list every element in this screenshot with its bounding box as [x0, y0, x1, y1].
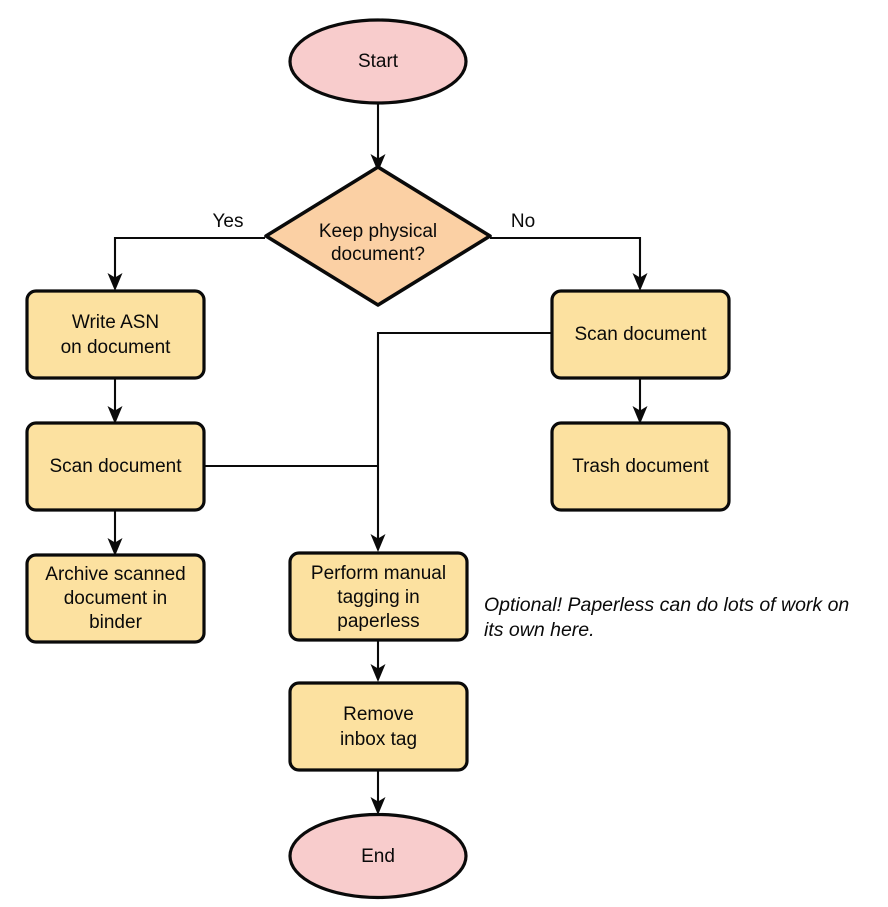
- remove-inbox-tag-box[interactable]: [288, 681, 469, 772]
- node-end[interactable]: End: [288, 812, 468, 900]
- edge-line: [113, 236, 265, 280]
- annotation-line1: Optional! Paperless can do lots of work …: [484, 594, 849, 616]
- node-archive-scanned-document-in-binder[interactable]: Archive scanned document in binder: [25, 553, 206, 644]
- scan-document-left-label: Scan document: [49, 456, 182, 477]
- end-ellipse[interactable]: [288, 812, 468, 900]
- edge-decision-no-to-scan-right: No: [490, 211, 648, 291]
- archive-label-line1: Archive scanned: [45, 564, 185, 585]
- tagging-label-line3: paperless: [337, 611, 419, 632]
- trash-document-box[interactable]: [550, 421, 731, 512]
- decision-label-line1: Keep physical: [319, 221, 437, 242]
- end-label: End: [361, 846, 395, 867]
- start-label: Start: [358, 51, 399, 72]
- edge-label-no: No: [511, 211, 535, 232]
- edge-decision-yes-to-write-asn: Yes: [107, 211, 265, 291]
- arrowhead-icon: [107, 406, 123, 424]
- arrowhead-icon: [632, 273, 648, 291]
- tagging-label-line2: tagging in: [337, 587, 419, 608]
- decision-label-line2: document?: [331, 244, 425, 265]
- archive-label-line2: document in: [64, 588, 168, 609]
- arrowhead-icon: [370, 664, 386, 682]
- edge-line: [490, 236, 642, 280]
- edge-write-asn-to-scan-left: [107, 378, 123, 424]
- edge-scan-right-to-tagging: [370, 331, 553, 552]
- scan-document-right-box[interactable]: [550, 289, 731, 380]
- arrowhead-icon: [370, 534, 386, 552]
- node-trash-document[interactable]: Trash document: [550, 421, 731, 512]
- archive-box[interactable]: [25, 553, 206, 644]
- arrowhead-icon: [107, 538, 123, 556]
- node-write-asn-on-document[interactable]: Write ASN on document: [25, 289, 206, 380]
- tagging-box[interactable]: [288, 551, 469, 642]
- arrowhead-icon: [370, 154, 386, 172]
- node-scan-document-left[interactable]: Scan document: [25, 421, 206, 512]
- node-perform-manual-tagging[interactable]: Perform manual tagging in paperless: [288, 551, 469, 642]
- annotation-line2: its own here.: [484, 619, 595, 641]
- arrowhead-icon: [370, 797, 386, 815]
- write-asn-label-line1: Write ASN: [72, 312, 159, 333]
- trash-document-label: Trash document: [572, 456, 709, 477]
- edge-line: [376, 331, 553, 540]
- remove-inbox-label-line2: inbox tag: [340, 729, 417, 750]
- annotation-optional-note: Optional! Paperless can do lots of work …: [484, 594, 849, 641]
- node-scan-document-right[interactable]: Scan document: [550, 289, 731, 380]
- write-asn-label-line2: on document: [61, 337, 172, 358]
- remove-inbox-label-line1: Remove: [343, 704, 414, 725]
- start-ellipse[interactable]: [288, 18, 468, 105]
- node-start[interactable]: Start: [288, 18, 468, 105]
- decision-diamond[interactable]: [264, 165, 492, 307]
- scan-document-right-label: Scan document: [574, 324, 707, 345]
- edge-label-yes: Yes: [213, 211, 244, 232]
- edge-start-to-decision: [370, 103, 386, 172]
- arrowhead-icon: [107, 273, 123, 291]
- tagging-label-line1: Perform manual: [311, 563, 446, 584]
- edge-scan-right-to-trash: [632, 378, 648, 424]
- scan-document-left-box[interactable]: [25, 421, 206, 512]
- edge-tagging-to-remove-inbox: [370, 641, 386, 682]
- archive-label-line3: binder: [89, 612, 142, 633]
- edge-remove-inbox-to-end: [370, 771, 386, 815]
- edge-scan-left-to-archive: [107, 511, 123, 556]
- node-decision-keep-physical-document[interactable]: Keep physical document?: [264, 165, 492, 307]
- arrowhead-icon: [632, 406, 648, 424]
- node-remove-inbox-tag[interactable]: Remove inbox tag: [288, 681, 469, 772]
- write-asn-box[interactable]: [25, 289, 206, 380]
